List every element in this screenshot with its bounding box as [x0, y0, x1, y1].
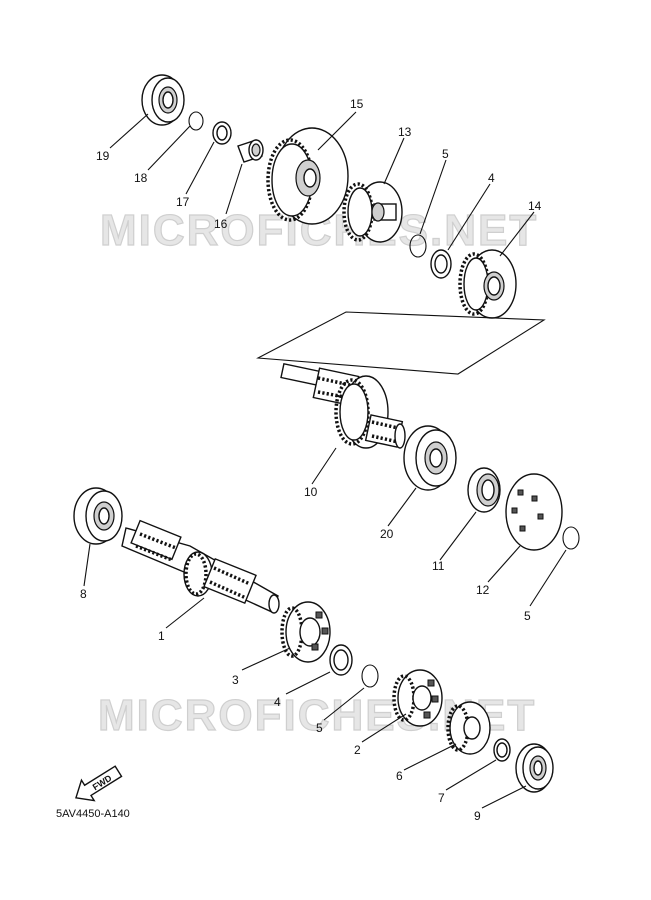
callout-8: 8: [80, 587, 87, 601]
callout-5-middle: 5: [524, 609, 531, 623]
callout-6: 6: [396, 769, 403, 783]
part-10-drive-axle: [280, 362, 406, 449]
part-5-circlip-upper: [409, 234, 427, 258]
part-5-circlip-middle: [562, 526, 580, 550]
callout-9: 9: [474, 809, 481, 823]
callout-3: 3: [232, 673, 239, 687]
callout-13: 13: [398, 125, 412, 139]
part-6-gear: [446, 701, 491, 755]
part-9-bearing: [515, 743, 554, 793]
part-13-gear: [342, 181, 403, 243]
part-18-circlip: [188, 111, 204, 131]
part-1-main-axle: [121, 519, 280, 614]
diagram-code: 5AV4450-A140: [56, 808, 130, 820]
part-7-washer: [493, 738, 511, 762]
callout-12: 12: [476, 583, 490, 597]
part-16-collar: [237, 139, 264, 163]
callouts: 19 18 17 16 15 13 5 4 14 10 20 11 12 5 8…: [80, 97, 542, 823]
assembly-outline: [256, 311, 546, 375]
callout-19: 19: [96, 149, 110, 163]
part-14-gear: [458, 249, 517, 319]
callout-1: 1: [158, 629, 165, 643]
callout-2: 2: [354, 743, 361, 757]
callout-10: 10: [304, 485, 318, 499]
part-11-oil-seal: [467, 467, 501, 513]
callout-14: 14: [528, 199, 542, 213]
callout-5-upper: 5: [442, 147, 449, 161]
part-4-washer-lower: [329, 644, 353, 676]
part-2-gear: [392, 669, 443, 727]
part-19-bearing: [141, 74, 185, 126]
part-12-sprocket: [505, 473, 563, 551]
part-4-washer-upper: [430, 249, 452, 279]
callout-16: 16: [214, 217, 228, 231]
callout-15: 15: [350, 97, 364, 111]
callout-20: 20: [380, 527, 394, 541]
callout-17: 17: [176, 195, 190, 209]
callout-4-upper: 4: [488, 171, 495, 185]
part-15-gear: [266, 127, 349, 225]
callout-7: 7: [438, 791, 445, 805]
part-8-bearing: [73, 487, 123, 545]
part-5-circlip-lower: [361, 664, 379, 688]
leader-lines: [83, 111, 567, 809]
callout-11: 11: [432, 559, 445, 573]
callout-4-lower: 4: [274, 695, 281, 709]
part-3-gear: [280, 601, 331, 663]
fwd-arrow-icon: FWD: [75, 765, 123, 802]
callout-18: 18: [134, 171, 148, 185]
callout-5-lower: 5: [316, 721, 323, 735]
part-20-bearing: [403, 425, 457, 491]
part-17-washer: [212, 121, 232, 145]
